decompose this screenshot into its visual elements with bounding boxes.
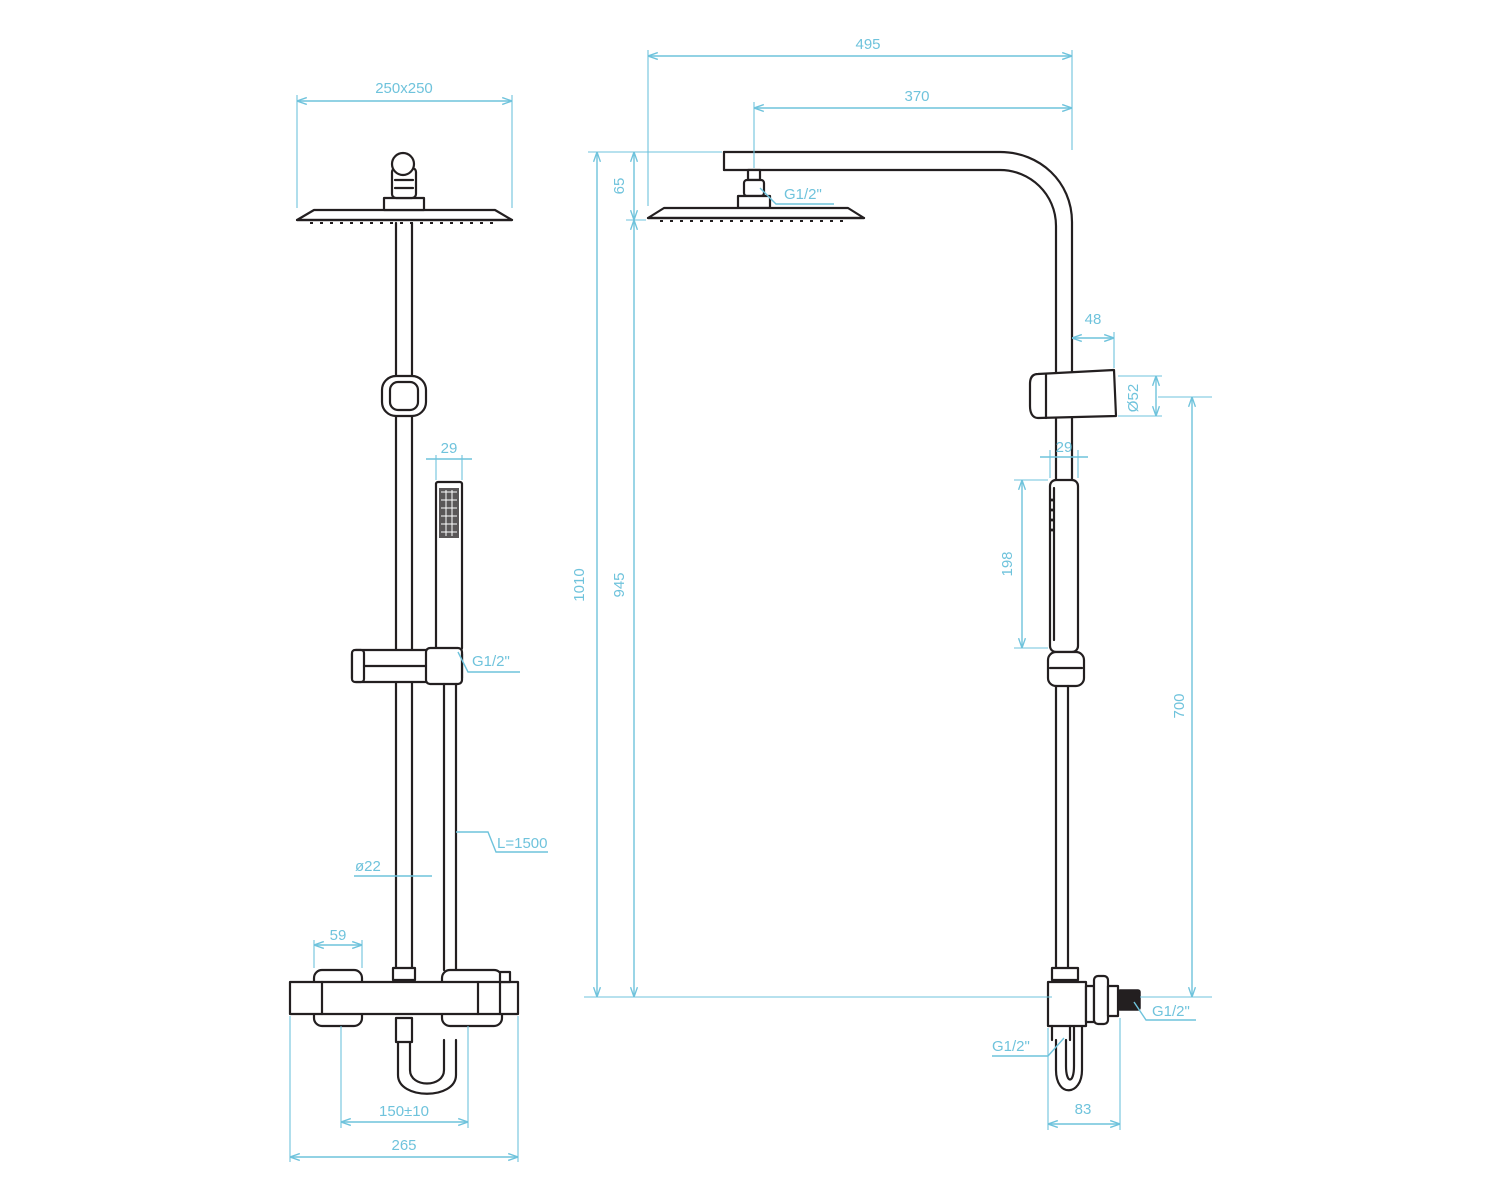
dim-holder-height: 700 [1140, 396, 1212, 998]
label-holder-diameter: Ø52 [1125, 384, 1142, 412]
rail-clip-side [1028, 368, 1118, 420]
dim-hand-width-front: 29 [426, 440, 472, 480]
rain-head-side [646, 168, 866, 222]
dim-holder-diameter: Ø52 [1118, 375, 1162, 417]
dim-total-height: 1010 [571, 151, 1052, 998]
label-head-thread: G1/2" [784, 186, 822, 203]
label-hand-length: 198 [999, 551, 1016, 576]
label-head-offset: 65 [611, 178, 628, 195]
label-total-projection: 495 [855, 36, 880, 53]
callout-hose-thread: G1/2" [992, 1037, 1065, 1057]
side-view: 495 370 G1/2" 1010 945 65 4 [571, 36, 1212, 1130]
label-rail-diameter: ø22 [355, 858, 381, 875]
label-hose-thread: G1/2" [992, 1038, 1030, 1055]
hand-shower-side [1048, 478, 1080, 654]
label-inlet-spacing: 150±10 [379, 1103, 429, 1120]
dim-head-size: 250x250 [296, 80, 513, 208]
dim-handle-width: 59 [313, 927, 363, 968]
dim-total-projection: 495 [647, 36, 1073, 206]
hose-side [1054, 684, 1084, 1092]
label-hose-length: L=1500 [497, 835, 547, 852]
label-total-height: 1010 [571, 568, 588, 601]
label-holder-height: 700 [1171, 693, 1188, 718]
rain-head-front [295, 196, 514, 224]
dim-holder-depth: 48 [1072, 311, 1115, 368]
dim-base-depth: 83 [1047, 1018, 1121, 1130]
rail-clip-front [380, 374, 428, 418]
callout-head-thread: G1/2" [759, 186, 834, 205]
label-inlet-thread: G1/2" [1152, 1003, 1190, 1020]
dim-hand-width-side: 29 [1040, 439, 1088, 478]
riser-rail-front [391, 221, 417, 982]
mixer-body-side [1046, 966, 1141, 1042]
front-view: 250x250 29 G1/2" L=1500 ø22 59 [288, 80, 548, 1162]
slide-holder-front [350, 646, 464, 686]
dim-head-height: 945 [611, 219, 646, 997]
dim-arm-length: 370 [753, 88, 1072, 168]
callout-hose-length: L=1500 [456, 831, 548, 853]
label-handle-width: 59 [330, 927, 347, 944]
dim-head-offset: 65 [611, 152, 634, 220]
dim-rail-diameter: ø22 [354, 858, 432, 877]
label-outlet-thread: G1/2" [472, 653, 510, 670]
hose-front [394, 682, 458, 1095]
dim-inlet-spacing: 150±10 [340, 1026, 469, 1128]
dim-mixer-width: 265 [289, 1016, 519, 1162]
shower-arm-side [722, 150, 1074, 482]
callout-inlet-thread: G1/2" [1133, 1001, 1196, 1021]
label-head-height: 945 [611, 572, 628, 597]
label-head-size: 250x250 [375, 80, 433, 97]
dim-hand-length: 198 [999, 479, 1048, 649]
label-base-depth: 83 [1075, 1101, 1092, 1118]
swivel-joint-front [390, 151, 418, 200]
label-hand-width-front: 29 [441, 440, 458, 457]
mixer-body-front [288, 968, 520, 1028]
label-holder-depth: 48 [1085, 311, 1102, 328]
label-mixer-width: 265 [391, 1137, 416, 1154]
slide-holder-side [1046, 650, 1086, 688]
callout-outlet-thread: G1/2" [457, 651, 520, 673]
hand-shower-front [434, 480, 464, 652]
label-hand-width-side: 29 [1056, 439, 1073, 456]
label-arm-length: 370 [904, 88, 929, 105]
